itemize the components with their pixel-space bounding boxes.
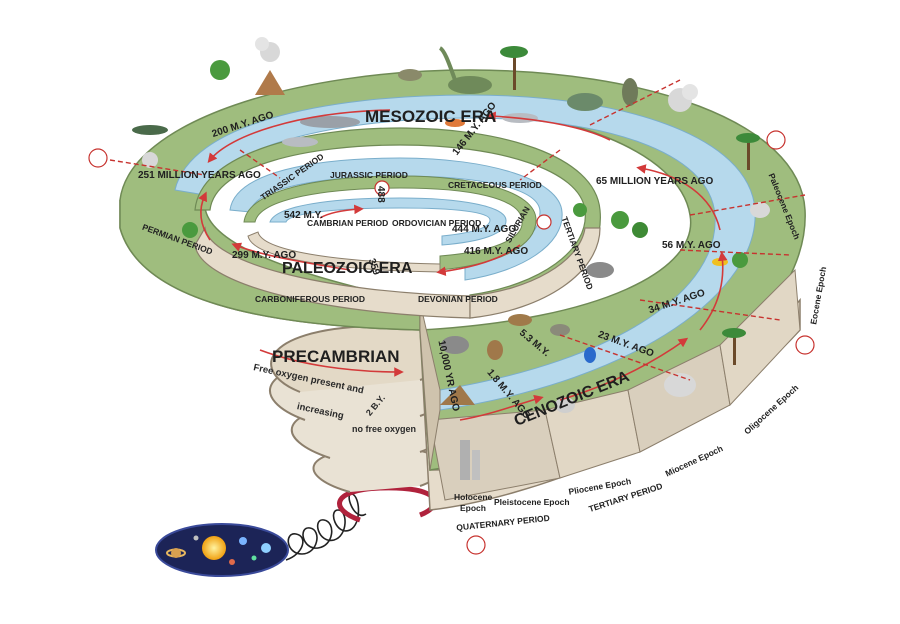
animal-icon — [441, 258, 728, 360]
dinosaur-icon — [132, 46, 638, 135]
marker-icon — [795, 335, 815, 355]
period-label-carboniferous: CARBONIFEROUS PERIOD — [255, 294, 365, 304]
earth-forms-line2: 4,500 million years ago — [146, 491, 270, 505]
marker-icon — [88, 148, 108, 168]
marker-icon — [766, 130, 786, 150]
planet-icon — [239, 537, 247, 545]
planet-icon — [251, 555, 257, 561]
planet-icon — [229, 559, 235, 565]
oxygen-label-none: no free oxygen — [352, 424, 416, 434]
epoch-label-miocene: Miocene Epoch — [664, 443, 725, 478]
age-label-65: 65 MILLION YEARS AGO — [596, 176, 713, 187]
palm-tree-icon — [736, 133, 760, 170]
age-label-444: 444 M.Y. AGO — [452, 224, 516, 235]
epoch-label-holocene: Holocene — [454, 492, 493, 502]
epoch-label-oligocene: Oligocene Epoch — [742, 382, 800, 436]
period-label-jurassic: JURASSIC PERIOD — [330, 170, 408, 180]
age-label-251: 251 MILLION YEARS AGO — [138, 170, 261, 181]
era-label-precambrian: PRECAMBRIAN — [272, 347, 400, 366]
epoch-label-eocene: Eocene Epoch — [808, 266, 828, 325]
period-label-ordovician: ORDOVICIAN PERIOD — [392, 218, 481, 228]
epoch-label-holocene-2: Epoch — [460, 503, 486, 513]
age-label-299: 299 M.Y. AGO — [232, 250, 296, 261]
palm-tree-icon — [722, 328, 746, 365]
period-dividers — [109, 79, 806, 381]
saturn-icon — [171, 548, 181, 558]
marker-icon — [374, 180, 390, 196]
earth-forms-line1: The Earth forms — [146, 473, 232, 487]
spiral-spring — [285, 493, 367, 561]
age-label-542: 542 M.Y. — [284, 210, 323, 221]
period-label-devonian: DEVONIAN PERIOD — [418, 294, 498, 304]
period-label-quaternary: QUATERNARY PERIOD — [456, 513, 550, 533]
solar-system — [155, 523, 289, 577]
rock-icon — [555, 202, 770, 413]
volcano-icon — [142, 37, 698, 168]
marker-icon — [536, 214, 552, 230]
fish-icon — [282, 113, 596, 363]
palm-tree-icon — [500, 46, 528, 90]
epoch-label-pleistocene: Pleistocene Epoch — [494, 497, 570, 507]
age-label-56: 56 M.Y. AGO — [662, 240, 721, 251]
age-label-416: 416 M.Y. AGO — [464, 246, 528, 257]
era-label-paleozoic: PALEOZOIC ERA — [282, 260, 413, 277]
era-label-mesozoic: MESOZOIC ERA — [365, 107, 496, 126]
sun-icon — [202, 536, 226, 560]
age-label-488: 488 — [375, 186, 386, 203]
planet-icon — [193, 535, 199, 541]
marker-icon — [466, 535, 486, 555]
planet-icon — [261, 543, 271, 553]
city-icon — [440, 385, 480, 480]
location-markers — [88, 130, 815, 555]
period-label-cretaceous: CRETACEOUS PERIOD — [448, 180, 542, 190]
scenery — [132, 37, 770, 480]
period-label-cambrian: CAMBRIAN PERIOD — [307, 218, 388, 228]
time-arrows — [198, 109, 728, 421]
tree-icon — [182, 60, 748, 268]
